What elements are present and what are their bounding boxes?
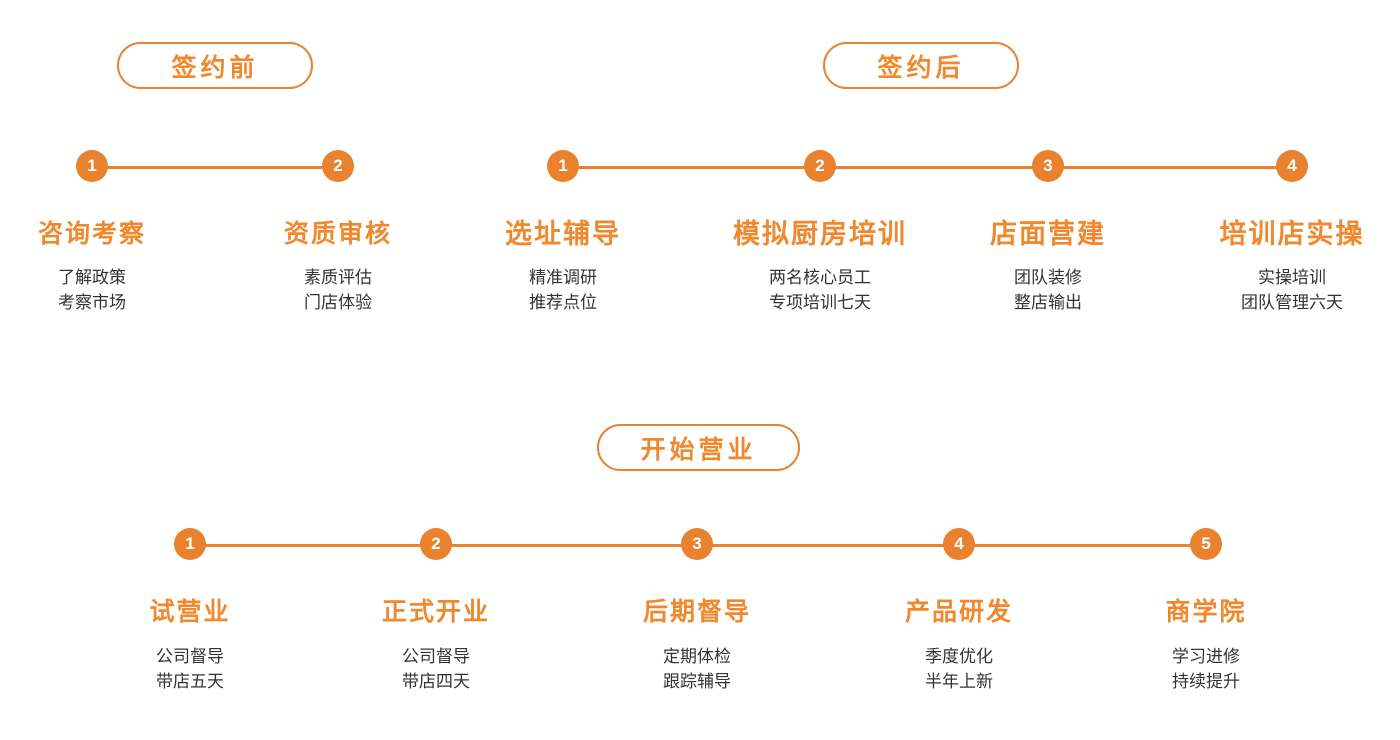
step-description-group-2-4: 实操培训团队管理六天	[1241, 265, 1343, 315]
step-description-group-2-1: 精准调研推荐点位	[529, 265, 597, 315]
step-description-line: 公司督导	[402, 647, 470, 666]
step-node-group-3-3[interactable]: 3	[681, 528, 713, 560]
step-title-group-1-2: 资质审核	[283, 220, 393, 248]
step-node-group-2-3[interactable]: 3	[1032, 150, 1064, 182]
step-description-group-2-2: 两名核心员工专项培训七天	[769, 265, 871, 315]
step-node-group-2-4[interactable]: 4	[1276, 150, 1308, 182]
timeline-track-group-1	[92, 166, 338, 169]
section-badge-1: 签约前	[117, 42, 313, 89]
step-node-group-3-1[interactable]: 1	[174, 528, 206, 560]
step-description-line: 门店体验	[304, 293, 372, 312]
step-title-group-2-1: 选址辅导	[505, 219, 621, 249]
step-description-line: 推荐点位	[529, 293, 597, 312]
step-title-group-3-1: 试营业	[149, 598, 231, 626]
step-node-group-2-2[interactable]: 2	[804, 150, 836, 182]
step-node-group-2-1[interactable]: 1	[547, 150, 579, 182]
step-description-group-1-2: 素质评估门店体验	[304, 265, 372, 315]
step-description-group-2-3: 团队装修整店输出	[1014, 265, 1082, 315]
step-title-group-3-5: 商学院	[1165, 598, 1247, 626]
step-title-group-2-2: 模拟厨房培训	[733, 219, 907, 249]
step-node-group-3-5[interactable]: 5	[1190, 528, 1222, 560]
step-description-line: 素质评估	[304, 268, 372, 287]
step-description-line: 团队管理六天	[1241, 293, 1343, 312]
step-title-group-3-3: 后期督导	[642, 598, 752, 626]
step-description-line: 考察市场	[58, 293, 126, 312]
step-description-line: 半年上新	[925, 672, 993, 691]
step-node-group-3-2[interactable]: 2	[420, 528, 452, 560]
step-title-group-3-2: 正式开业	[381, 598, 491, 626]
step-title-group-3-4: 产品研发	[904, 598, 1014, 626]
step-description-group-3-1: 公司督导带店五天	[156, 644, 224, 694]
step-description-line: 团队装修	[1014, 268, 1082, 287]
timeline-track-group-2	[563, 166, 1292, 169]
step-description-line: 精准调研	[529, 268, 597, 287]
step-description-line: 季度优化	[925, 647, 993, 666]
step-title-group-2-3: 店面营建	[990, 219, 1106, 249]
step-node-group-1-2[interactable]: 2	[322, 150, 354, 182]
step-description-group-3-2: 公司督导带店四天	[402, 644, 470, 694]
step-description-line: 整店输出	[1014, 293, 1082, 312]
step-description-line: 持续提升	[1172, 672, 1240, 691]
step-description-line: 了解政策	[58, 268, 126, 287]
step-title-group-1-1: 咨询考察	[37, 220, 147, 248]
step-node-group-3-4[interactable]: 4	[943, 528, 975, 560]
step-description-line: 专项培训七天	[769, 293, 871, 312]
step-description-line: 带店四天	[402, 672, 470, 691]
step-description-group-3-5: 学习进修持续提升	[1172, 644, 1240, 694]
step-description-line: 定期体检	[663, 647, 731, 666]
step-description-group-3-4: 季度优化半年上新	[925, 644, 993, 694]
step-description-line: 带店五天	[156, 672, 224, 691]
step-description-group-3-3: 定期体检跟踪辅导	[663, 644, 731, 694]
section-badge-label-2: 签约后	[877, 53, 965, 82]
step-description-line: 学习进修	[1172, 647, 1240, 666]
step-node-group-1-1[interactable]: 1	[76, 150, 108, 182]
step-description-line: 两名核心员工	[769, 268, 871, 287]
step-description-line: 实操培训	[1258, 268, 1326, 287]
section-badge-2: 签约后	[823, 42, 1019, 89]
step-description-line: 跟踪辅导	[663, 672, 731, 691]
step-description-line: 公司督导	[156, 647, 224, 666]
section-badge-3: 开始营业	[597, 424, 800, 471]
section-badge-label-1: 签约前	[171, 53, 259, 82]
timeline-group-3: 1 2 3 4 5	[0, 528, 1400, 560]
step-description-group-1-1: 了解政策考察市场	[58, 265, 126, 315]
section-badge-label-3: 开始营业	[640, 435, 757, 464]
step-title-group-2-4: 培训店实操	[1219, 219, 1365, 249]
